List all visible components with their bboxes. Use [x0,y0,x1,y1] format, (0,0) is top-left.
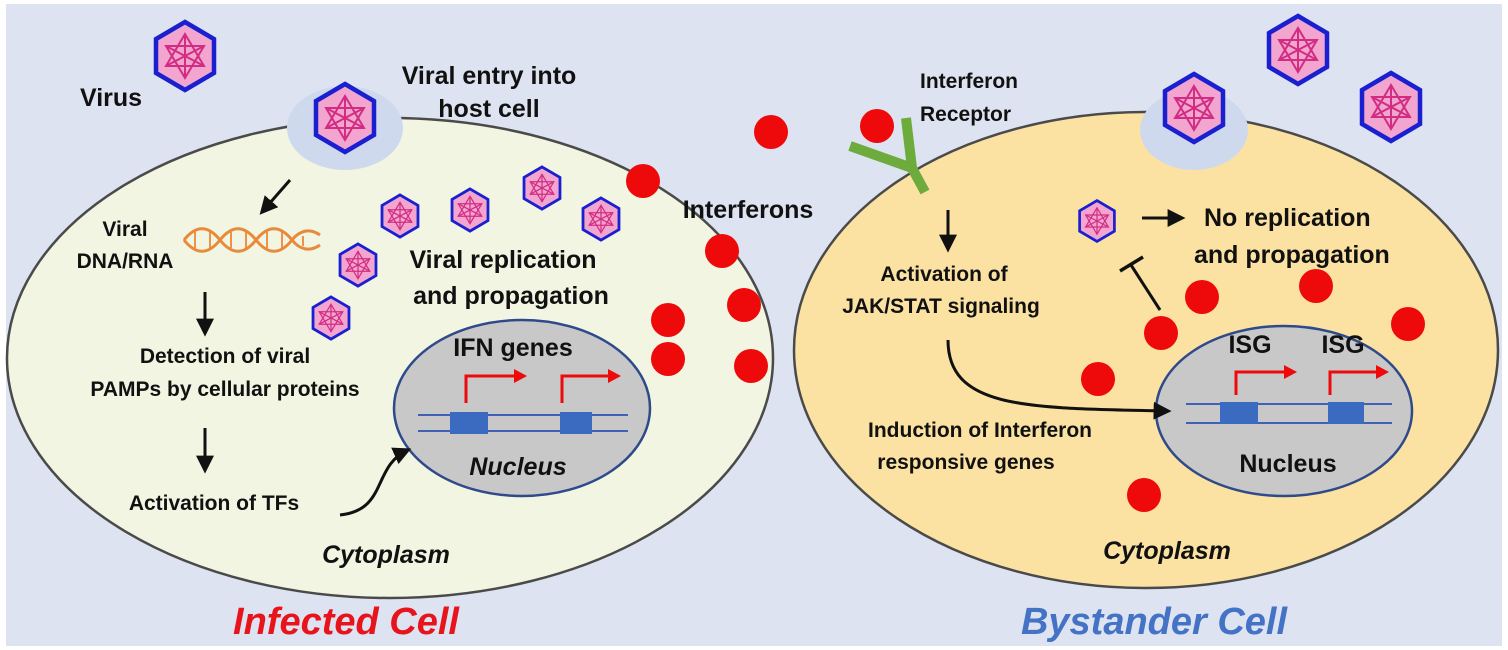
virus-icon-replicating [338,242,378,288]
interferon-dot-icon [1127,478,1161,512]
interferon-dot-icon [754,115,788,149]
transcription-arrow-icon [1328,370,1378,395]
activation-jak-label-line1: Activation of [880,263,1008,286]
transcription-arrowhead-icon [514,369,527,383]
virus-icon-replicating [380,193,420,239]
isg-label-2: ISG [1321,331,1364,359]
viral-entry-label-line2: host cell [438,95,539,123]
bystander-dna-strand [1186,402,1392,424]
isg-label-1: ISG [1228,331,1271,359]
induction-label-line1: Induction of Interferon [868,419,1092,442]
infected-dna-strand [418,412,628,434]
interferon-dot-icon [1144,316,1178,350]
no-replication-label-line1: No replication [1204,204,1371,232]
detection-label-line1: Detection of viral [140,345,310,368]
interferon-dot-icon [651,342,685,376]
no-replication-label-line2: and propagation [1194,241,1390,269]
infected-cell-title: Infected Cell [233,601,460,643]
infected-nucleus [392,318,652,498]
virus-icon-blocked [1078,199,1116,243]
y-shaped-receptor-icon [848,117,930,195]
interferon-dot-icon [1081,362,1115,396]
interferon-receptor-label-line1: Interferon [920,70,1018,93]
interferon-dots [626,109,1425,512]
ifn-gene-block-2 [560,412,592,434]
interferon-dot-icon [727,288,761,322]
isg-gene-block-1 [1220,402,1258,424]
activation-jak-label-line2: JAK/STAT signaling [842,295,1040,318]
interferon-dot-icon [1299,269,1333,303]
virus-icon-entering [316,84,374,152]
bystander-cell-title: Bystander Cell [1021,601,1289,643]
ifn-genes-label: IFN genes [453,334,572,362]
bystander-cell-membrane [792,110,1500,590]
arrow-entry-to-dna [259,179,292,215]
detection-label-line2: PAMPs by cellular proteins [90,378,359,401]
virus-icon-replicating [311,295,351,341]
viral-dna-label-line2: DNA/RNA [77,250,174,273]
interferon-dot-icon [1391,307,1425,341]
virus-icon [156,22,214,90]
viral-entry-label-line1: Viral entry into [402,62,577,90]
inhibition-bar [1119,255,1144,273]
infected-cytoplasm-label: Cytoplasm [322,541,450,569]
viral-replication-label-line2: and propagation [413,282,609,310]
virus-icon [1362,73,1420,141]
transcription-arrowhead-icon [1376,365,1389,379]
virus-icon-replicating [450,187,490,233]
interferon-dot-icon [626,164,660,198]
viral-dna-label-line1: Viral [102,218,147,241]
induction-label-line2: responsive genes [877,451,1054,474]
interferon-dot-icon [1185,280,1219,314]
isg-gene-block-2 [1328,402,1364,424]
virus-label: Virus [80,84,142,112]
virus-icon [1269,16,1327,84]
activation-tfs-label: Activation of TFs [129,492,299,515]
transcription-arrow-icon [560,374,610,403]
interferons-label: Interferons [683,196,814,224]
transcription-arrow-icon [1234,370,1286,395]
double-helix-icon [182,227,321,253]
inhibition-line [1129,264,1162,311]
bystander-cytoplasm-label: Cytoplasm [1103,537,1231,565]
interferon-receptor-label-line2: Receptor [920,103,1011,126]
virus-icon [1165,74,1223,142]
virus-icon-replicating [522,165,562,211]
arrow-tfs-to-nucleus [339,447,412,517]
interferon-dot-icon [651,303,685,337]
interferon-dot-icon [734,349,768,383]
viral-replication-label-line1: Viral replication [409,246,596,274]
bystander-nucleus-label: Nucleus [1239,450,1336,478]
transcription-arrowhead-icon [1284,365,1297,379]
interferon-dot-icon [860,109,894,143]
arrow-jak-to-nucleus [946,339,1172,420]
interferon-dot-icon [705,234,739,268]
transcription-arrow-icon [464,374,516,403]
transcription-arrowhead-icon [608,369,621,383]
infected-nucleus-label: Nucleus [469,453,566,481]
virus-icon-replicating [581,196,621,242]
ifn-gene-block-1 [450,412,488,434]
